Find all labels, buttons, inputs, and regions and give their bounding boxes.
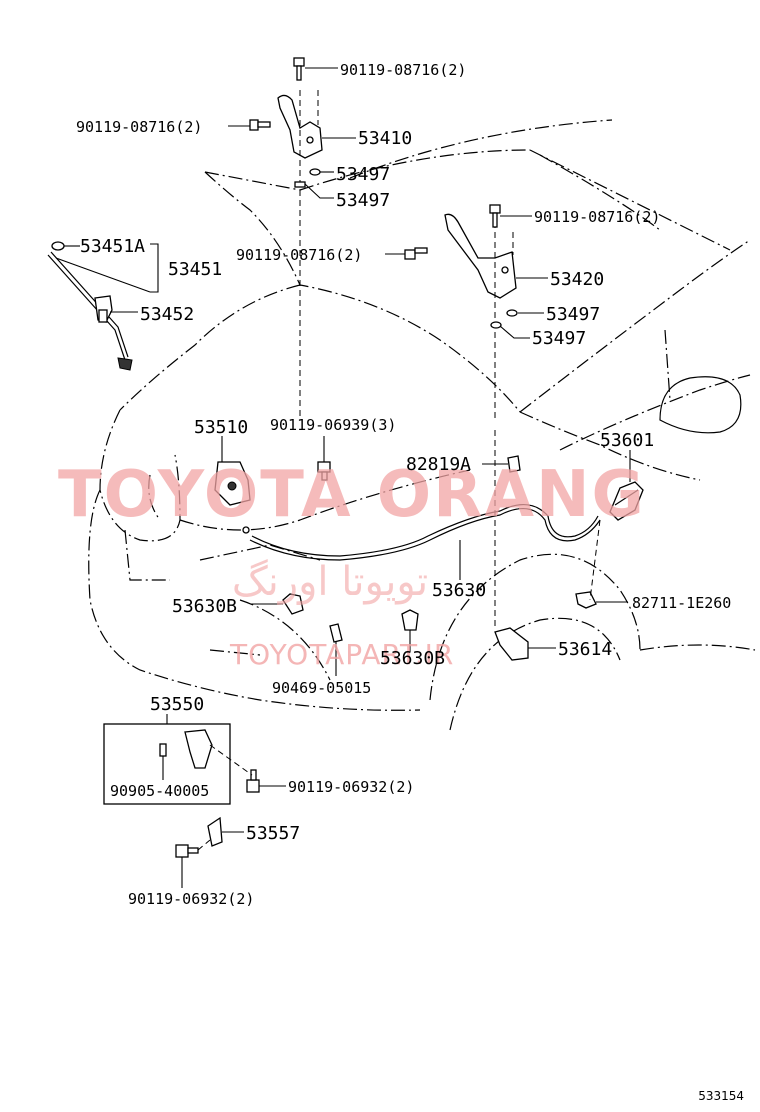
label-53630B-mid: 53630B xyxy=(380,648,445,669)
label-53510: 53510 xyxy=(194,417,248,438)
bolt-icon xyxy=(246,769,260,793)
label-53420: 53420 xyxy=(550,269,604,290)
label-53630B-left: 53630B xyxy=(172,596,237,617)
part-labels: 90119-08716(2) 90119-08716(2) 53410 5349… xyxy=(76,61,731,908)
label-53550: 53550 xyxy=(150,694,204,715)
label-53452: 53452 xyxy=(140,304,194,325)
bolt-icon xyxy=(293,57,305,81)
bolt-icon xyxy=(175,844,199,858)
hood-hinge-right xyxy=(444,213,517,420)
label-90119-08716-left: 90119-08716(2) xyxy=(76,118,202,136)
bolt-icon xyxy=(249,119,271,131)
label-82819A: 82819A xyxy=(406,454,471,475)
hood-support-rod xyxy=(47,241,133,371)
car-body-outline xyxy=(88,119,756,731)
washer-icon xyxy=(506,309,518,317)
label-82711-1E260: 82711-1E260 xyxy=(632,594,731,612)
label-90905-40005: 90905-40005 xyxy=(110,782,209,800)
label-90119-08716-top: 90119-08716(2) xyxy=(340,61,466,79)
diagram-reference-number: 533154 xyxy=(698,1089,744,1103)
label-53630: 53630 xyxy=(432,580,486,601)
label-53497-b: 53497 xyxy=(336,190,390,211)
bolt-icon xyxy=(317,461,331,481)
label-53497-a: 53497 xyxy=(336,164,390,185)
label-53497-d: 53497 xyxy=(532,328,586,349)
bolt-icon xyxy=(404,247,428,260)
label-53451: 53451 xyxy=(168,259,222,280)
watermark-persian: تويوتا اورنگ xyxy=(232,559,428,605)
clamp-icon xyxy=(329,623,343,643)
label-90469-05015: 90469-05015 xyxy=(272,679,371,697)
label-53614: 53614 xyxy=(558,639,612,660)
clip-icon xyxy=(575,591,597,609)
clip-icon xyxy=(507,455,521,473)
label-90119-06932-right: 90119-06932(2) xyxy=(288,778,414,796)
label-53557: 53557 xyxy=(246,823,300,844)
label-53601: 53601 xyxy=(600,430,654,451)
hood-lock xyxy=(214,461,251,506)
label-90119-08716-right: 90119-08716(2) xyxy=(534,208,660,226)
label-53410: 53410 xyxy=(358,128,412,149)
label-90119-08716-mid: 90119-08716(2) xyxy=(236,246,362,264)
label-53497-c: 53497 xyxy=(546,304,600,325)
hood-hinge-left xyxy=(277,90,323,420)
label-53451A: 53451A xyxy=(80,236,145,257)
grommet-icon xyxy=(94,295,113,323)
watermark-site: TOYOTAPART.IR xyxy=(229,638,454,671)
guide-bracket-icon xyxy=(494,627,529,661)
washer-icon xyxy=(309,168,321,176)
release-cable xyxy=(242,504,601,561)
washer-icon xyxy=(294,181,306,188)
clamp-icon xyxy=(401,609,419,631)
label-90119-06932-bottom: 90119-06932(2) xyxy=(128,890,254,908)
clamp-icon xyxy=(282,593,304,615)
washer-icon xyxy=(490,321,502,329)
watermark-brand: TOYOTA ORANG xyxy=(58,458,646,532)
label-90119-06939: 90119-06939(3) xyxy=(270,416,396,434)
leader-lines xyxy=(55,67,631,888)
release-lever xyxy=(609,481,644,521)
bolt-icon xyxy=(489,204,501,228)
hood-lock-bracket xyxy=(207,816,223,847)
